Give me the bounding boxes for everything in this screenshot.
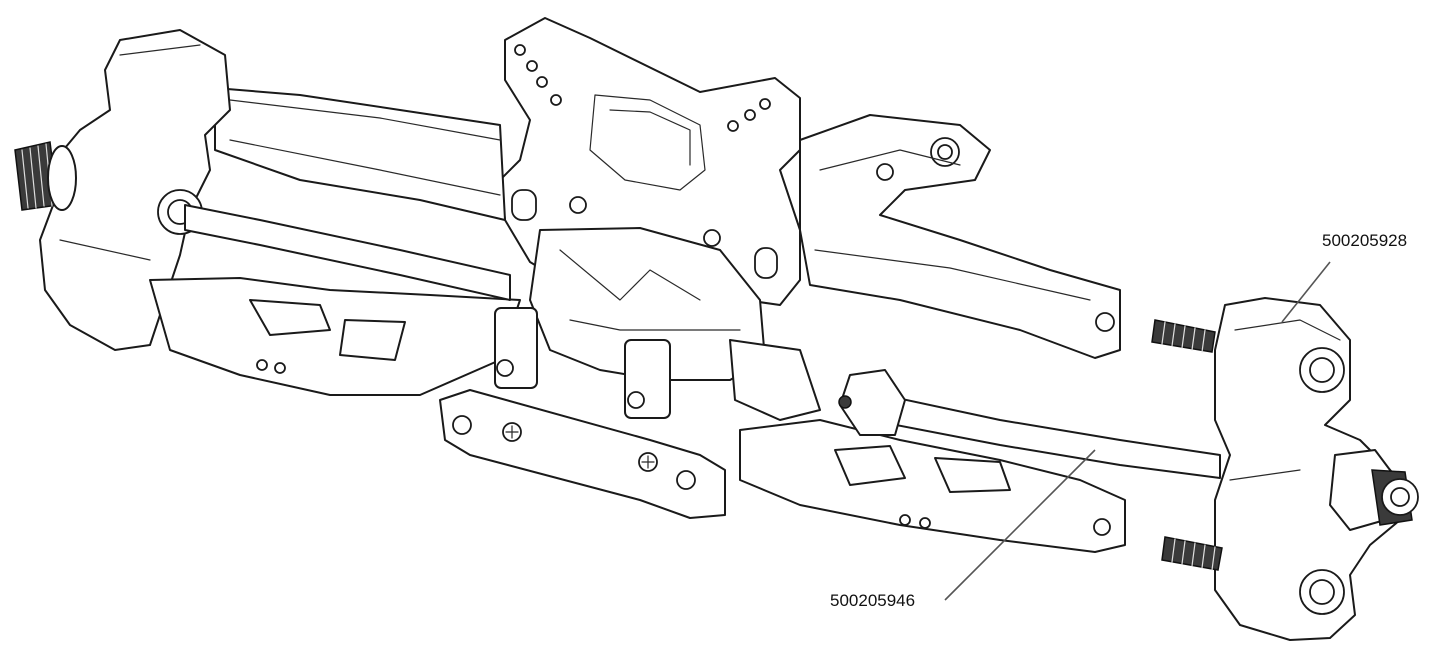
- upper-suspension-arm: [214, 87, 506, 221]
- lower-wheel-stud: [1161, 536, 1223, 571]
- differential-housing: [494, 227, 821, 421]
- right-upright: [1214, 297, 1401, 641]
- callout-label-driveshaft: 500205946: [830, 591, 915, 610]
- upper-wheel-stud: [1151, 319, 1216, 353]
- lower-suspension-arm: [149, 277, 1126, 553]
- right-axle-thread: [1329, 449, 1419, 531]
- callout-label-upright: 500205928: [1322, 231, 1407, 250]
- left-axle-thread: [14, 141, 77, 211]
- rear-right-arm: [799, 114, 1121, 359]
- driveshaft: [184, 204, 1221, 479]
- brace-plate: [439, 389, 726, 519]
- leader-line-upright: [1281, 261, 1331, 323]
- leader-line-driveshaft: [944, 449, 1096, 601]
